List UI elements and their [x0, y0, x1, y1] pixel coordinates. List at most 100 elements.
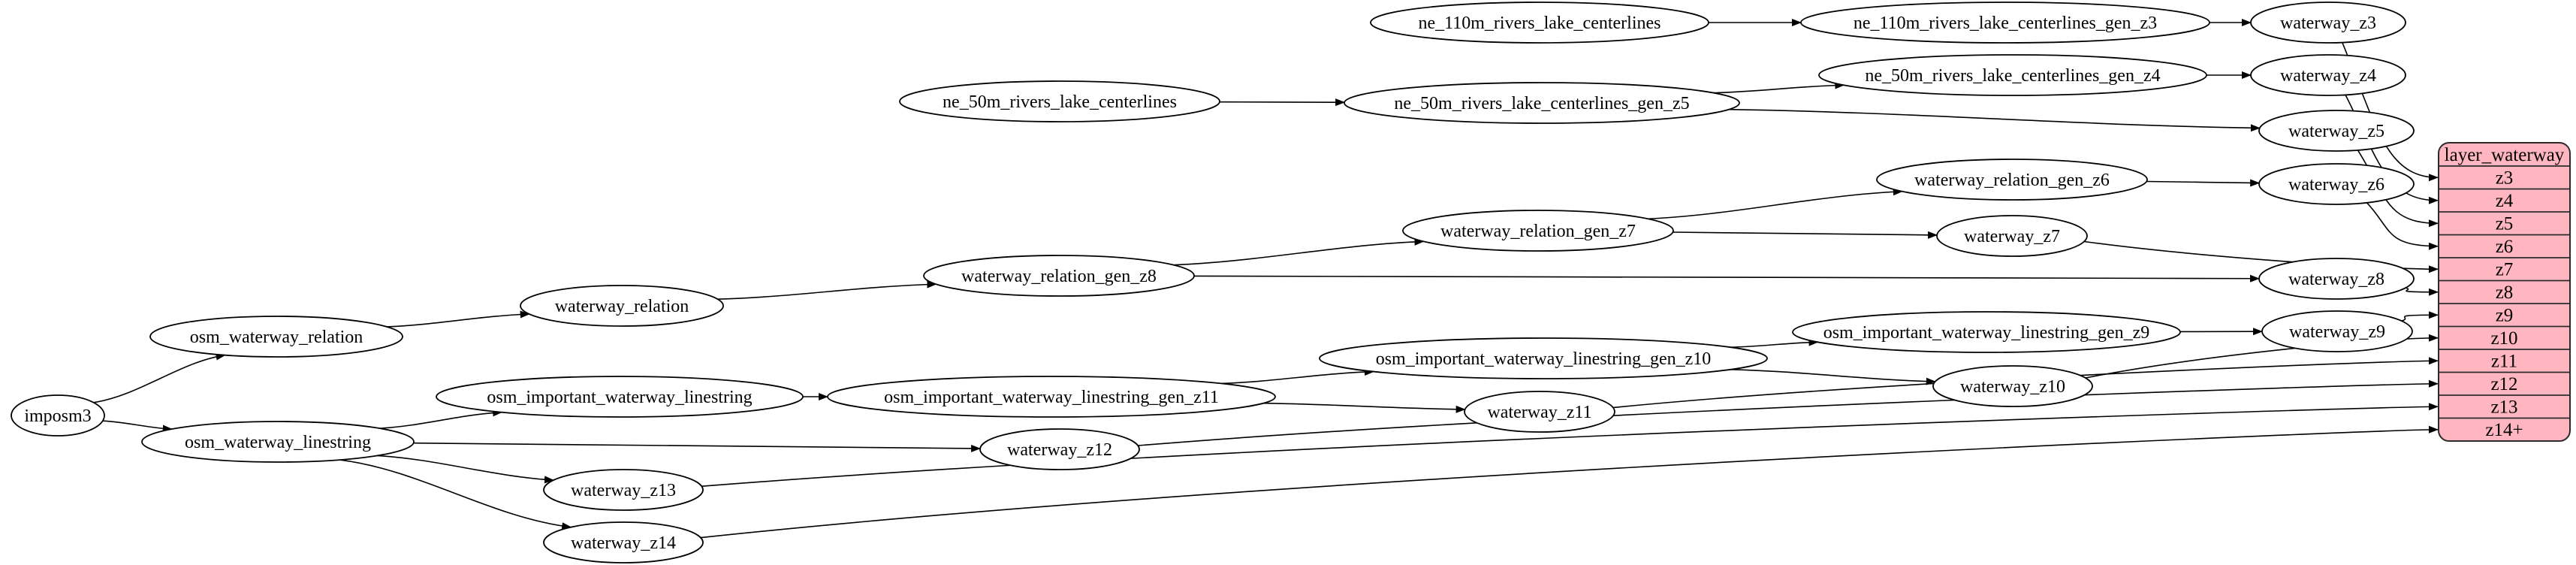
- node-waterway_relation_gen_z6: waterway_relation_gen_z6: [1876, 159, 2148, 201]
- node-label: waterway_z14: [571, 533, 676, 553]
- record-row-z13: z13: [2490, 397, 2517, 418]
- node-label: waterway_z9: [2289, 322, 2385, 342]
- node-label: ne_50m_rivers_lake_centerlines_gen_z5: [1394, 94, 1689, 113]
- node-label: waterway_z8: [2288, 270, 2384, 289]
- edge-waterway_relation_gen_z7-to-waterway_z7: [1673, 231, 1938, 239]
- edge-waterway_relation-to-waterway_relation_gen_z8: [717, 280, 937, 301]
- edge-imposm3-to-osm_waterway_relation: [93, 352, 226, 403]
- node-waterway_z9: waterway_z9: [2261, 310, 2413, 352]
- node-ellipse: [923, 255, 1195, 297]
- node-ellipse: [2261, 310, 2413, 352]
- node-ne_50m_rivers_lake_centerlines: ne_50m_rivers_lake_centerlines: [899, 80, 1220, 122]
- node-label: waterway_relation_gen_z8: [961, 267, 1157, 286]
- edge-ne_50m_rivers_lake_centerlines_gen_z5-to-waterway_z5: [1728, 108, 2261, 132]
- node-ne_110m_rivers_lake_centerlines: ne_110m_rivers_lake_centerlines: [1370, 2, 1709, 44]
- edge-osm_waterway_relation-to-waterway_relation: [386, 310, 530, 328]
- edge-waterway_z11-to-record-z11: [1612, 357, 2439, 409]
- node-waterway_z6: waterway_z6: [2258, 163, 2415, 205]
- node-waterway_z14: waterway_z14: [543, 521, 704, 563]
- node-ellipse: [1818, 54, 2207, 96]
- node-ellipse: [1319, 337, 1768, 379]
- node-label: ne_50m_rivers_lake_centerlines: [943, 92, 1177, 112]
- edge-waterway_z10-to-record-z10: [2085, 334, 2439, 379]
- node-ellipse: [1344, 82, 1740, 124]
- record-row-z4: z4: [2496, 191, 2514, 211]
- edge-waterway_relation_gen_z6-to-waterway_z6: [2146, 179, 2261, 187]
- edge-osm_important_waterway_linestring_gen_z10-to-osm_important_waterway_linestring_gen_z9: [1730, 338, 1819, 349]
- node-label: waterway_relation: [555, 297, 689, 316]
- edge-osm_important_waterway_linestring_gen_z11-to-osm_important_waterway_linestring_gen_z10: [1220, 368, 1374, 385]
- node-ellipse: [1800, 2, 2210, 44]
- node-waterway_relation_gen_z8: waterway_relation_gen_z8: [923, 255, 1195, 297]
- node-label: imposm3: [24, 406, 91, 426]
- node-ellipse: [1936, 215, 2088, 257]
- node-osm_important_waterway_linestring_gen_z10: osm_important_waterway_linestring_gen_z1…: [1319, 337, 1768, 379]
- node-osm_important_waterway_linestring_gen_z9: osm_important_waterway_linestring_gen_z9: [1792, 311, 2181, 353]
- record-row-z8: z8: [2496, 282, 2514, 303]
- record-row-z12: z12: [2490, 374, 2517, 394]
- node-ellipse: [1370, 2, 1709, 44]
- node-label: osm_waterway_linestring: [185, 433, 371, 452]
- node-label: waterway_z6: [2288, 175, 2384, 195]
- edge-imposm3-to-osm_waterway_linestring: [102, 420, 173, 433]
- record-row-z10: z10: [2490, 328, 2517, 349]
- node-osm_waterway_relation: osm_waterway_relation: [149, 316, 403, 358]
- edge-waterway_relation_gen_z7-to-waterway_relation_gen_z6: [1648, 188, 1903, 220]
- node-waterway_z4: waterway_z4: [2250, 54, 2406, 96]
- edge-ne_50m_rivers_lake_centerlines_gen_z5-to-ne_50m_rivers_lake_centerlines_gen_z4: [1712, 81, 1845, 94]
- record-row-z14+: z14+: [2485, 420, 2523, 440]
- edge-waterway_z6-to-record-z6: [2366, 202, 2439, 250]
- node-waterway_z13: waterway_z13: [543, 469, 704, 511]
- node-osm_waterway_linestring: osm_waterway_linestring: [141, 421, 415, 463]
- node-label: waterway_relation_gen_z6: [1914, 171, 2110, 190]
- node-label: osm_important_waterway_linestring_gen_z1…: [1376, 349, 1712, 369]
- node-waterway_z3: waterway_z3: [2250, 2, 2406, 44]
- node-ellipse: [149, 316, 403, 358]
- edges-layer: [93, 19, 2439, 539]
- node-ellipse: [543, 469, 704, 511]
- record-row-z7: z7: [2496, 260, 2514, 280]
- edge-osm_waterway_linestring-to-osm_important_waterway_linestring: [379, 409, 503, 429]
- node-waterway_z8: waterway_z8: [2258, 258, 2415, 300]
- node-label: osm_important_waterway_linestring_gen_z1…: [884, 388, 1219, 407]
- node-label: waterway_z10: [1960, 377, 2065, 397]
- edge-waterway_z14-to-record-z14+: [700, 425, 2439, 539]
- node-ellipse: [1464, 391, 1615, 433]
- node-label: ne_110m_rivers_lake_centerlines: [1419, 14, 1661, 33]
- node-label: waterway_z11: [1487, 403, 1591, 422]
- node-waterway_z11: waterway_z11: [1464, 391, 1615, 433]
- node-label: waterway_z3: [2280, 14, 2376, 33]
- node-label: osm_waterway_relation: [190, 328, 363, 347]
- node-waterway_z7: waterway_z7: [1936, 215, 2088, 257]
- node-waterway_relation: waterway_relation: [520, 285, 724, 327]
- node-label: ne_50m_rivers_lake_centerlines_gen_z4: [1865, 66, 2160, 86]
- node-label: waterway_z4: [2280, 66, 2376, 86]
- node-ellipse: [1932, 365, 2093, 407]
- node-waterway_z5: waterway_z5: [2258, 110, 2415, 152]
- node-ne_50m_rivers_lake_centerlines_gen_z4: ne_50m_rivers_lake_centerlines_gen_z4: [1818, 54, 2207, 96]
- node-ellipse: [2250, 54, 2406, 96]
- node-label: waterway_z7: [1964, 227, 2060, 246]
- node-ellipse: [827, 376, 1276, 418]
- node-ellipse: [2250, 2, 2406, 44]
- node-waterway_z12: waterway_z12: [979, 428, 1140, 470]
- node-waterway_relation_gen_z7: waterway_relation_gen_z7: [1402, 210, 1674, 252]
- edge-osm_waterway_linestring-to-waterway_z12: [413, 442, 982, 452]
- edge-waterway_z8-to-record-z8: [2405, 287, 2439, 296]
- edge-waterway_relation_gen_z8-to-waterway_relation_gen_z7: [1173, 237, 1425, 266]
- record-title: layer_waterway: [2445, 145, 2565, 165]
- record-row-z9: z9: [2496, 306, 2514, 326]
- node-ne_110m_rivers_lake_centerlines_gen_z3: ne_110m_rivers_lake_centerlines_gen_z3: [1800, 2, 2210, 44]
- node-ellipse: [1402, 210, 1674, 252]
- node-ellipse: [899, 80, 1220, 122]
- node-waterway_z10: waterway_z10: [1932, 365, 2093, 407]
- node-label: osm_important_waterway_linestring: [487, 388, 752, 407]
- node-ne_50m_rivers_lake_centerlines_gen_z5: ne_50m_rivers_lake_centerlines_gen_z5: [1344, 82, 1740, 124]
- node-ellipse: [1792, 311, 2181, 353]
- record-layer-waterway: layer_waterwayz3z4z5z6z7z8z9z10z11z12z13…: [2438, 142, 2571, 442]
- node-ellipse: [543, 521, 704, 563]
- edge-osm_important_waterway_linestring_gen_z11-to-waterway_z11: [1263, 402, 1466, 413]
- node-label: waterway_relation_gen_z7: [1440, 222, 1636, 241]
- edge-waterway_z7-to-record-z7: [2083, 240, 2439, 273]
